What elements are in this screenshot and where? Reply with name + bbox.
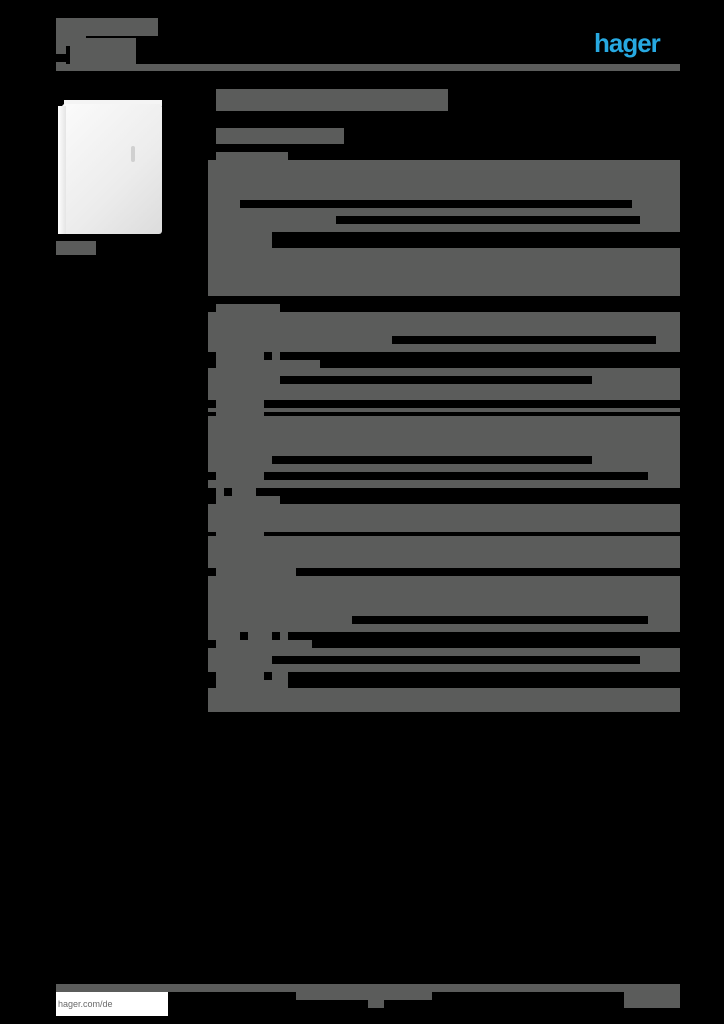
image-caption: [redacted]: [56, 241, 96, 255]
product-image: [58, 98, 168, 238]
section-heading: [redacted]: [216, 152, 288, 162]
section-line: [208, 656, 272, 664]
section-line: [656, 336, 680, 344]
section-line: [redacted]: [208, 208, 680, 216]
section-line: [640, 216, 680, 224]
section-line: [redacted]: [208, 344, 680, 352]
section-line: [redacted]: [208, 648, 680, 656]
section-line: [208, 456, 272, 464]
product-subtitle: [redacted]: [216, 128, 344, 144]
section-line: [redacted]: [208, 616, 352, 624]
section-line: [216, 568, 296, 576]
section-line: [208, 336, 392, 344]
brand-logo: hager: [594, 28, 661, 58]
section-line: [redacted]: [208, 464, 680, 472]
product-image-top: [64, 100, 162, 106]
section-line: [648, 616, 680, 624]
section-line: [592, 376, 680, 384]
section-line: [216, 472, 264, 480]
section-line: [216, 672, 264, 680]
footer-center-subtext: [368, 1000, 384, 1008]
section-line: [216, 488, 224, 496]
section-line: [redacted]: [208, 664, 680, 672]
section-line: [232, 488, 256, 496]
product-image-body: [62, 104, 162, 234]
section-heading: [redacted]: [216, 304, 280, 314]
section-divider: [208, 528, 680, 532]
section-divider: [208, 408, 680, 412]
footer-url-link[interactable]: hager.com/de: [56, 992, 168, 1016]
section-line: [208, 216, 336, 224]
footer-rule-right: [296, 984, 680, 992]
section-line: [redacted]: [216, 360, 320, 368]
section-line: [redacted]: [208, 248, 680, 296]
section-line: [208, 376, 280, 384]
section-line: [280, 632, 288, 640]
section-line: [redacted]: [208, 624, 680, 632]
product-title: [redacted]: [216, 89, 448, 111]
section-line: [648, 472, 680, 480]
section-line: [redacted]: [208, 416, 680, 456]
section-heading: [redacted]: [216, 640, 312, 648]
header-title-line-1: [redacted]: [56, 18, 158, 36]
section-line: [redacted]: [208, 232, 272, 248]
section-line: [640, 656, 680, 664]
section-heading: [redacted]: [216, 412, 264, 416]
section-line: [redacted]: [208, 384, 680, 400]
section-heading: [redacted]: [216, 680, 288, 688]
section-line: [redacted]: [208, 576, 680, 616]
section-line: [592, 456, 680, 464]
section-line: [208, 632, 240, 640]
section-line: [redacted]: [216, 400, 264, 410]
section-line: [216, 352, 264, 360]
section-line: [redacted]: [208, 312, 680, 336]
header-title-line-2b: [70, 38, 136, 64]
section-line: [redacted]: [216, 496, 280, 504]
product-image-door-seam: [131, 146, 135, 162]
section-line: [632, 200, 680, 208]
section-line: [redacted]: [208, 224, 680, 232]
section-line: [248, 632, 272, 640]
section-line: [redacted]: [208, 688, 680, 712]
section-line: [redacted]: [208, 504, 680, 528]
section-line: [redacted]: [208, 160, 680, 200]
section-line: [208, 368, 680, 376]
section-line: [208, 200, 240, 208]
section-heading: [redacted]: [216, 532, 264, 536]
section-line: [272, 352, 280, 360]
header-title-line-2a: [redacted]: [56, 46, 66, 54]
section-line: [redacted]: [208, 480, 680, 488]
section-line: [272, 672, 288, 680]
header-rule: [56, 64, 680, 71]
section-line: [redacted]: [208, 536, 680, 568]
product-image-side: [58, 106, 66, 234]
